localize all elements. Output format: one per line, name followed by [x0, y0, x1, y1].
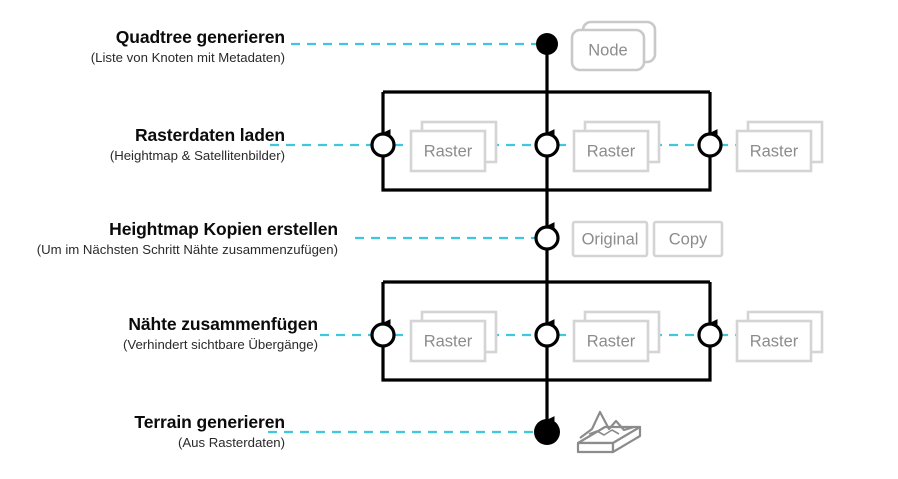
step-subtitle-terrain-generieren: (Aus Rasterdaten)	[177, 434, 285, 450]
artifact-raster-stack-r2-b: Raster	[572, 310, 661, 363]
artifact-raster-stack-r2-a: Raster	[409, 310, 498, 363]
artifact-node-label: Node	[588, 41, 627, 59]
branch-group-rasterdaten-laden	[381, 90, 718, 192]
artifact-original-card: Original	[571, 220, 649, 258]
terrain-peaks	[579, 410, 635, 439]
step-title-heightmap-kopien: Heightmap Kopien erstellen	[109, 219, 338, 239]
artifact-raster-label: Raster	[587, 142, 636, 160]
terrain-slab-side	[611, 425, 642, 454]
branch-bottom-rail-2	[381, 347, 712, 382]
step-subtitle-rasterdaten-laden: (Heightmap & Satellitenbilder)	[109, 147, 285, 163]
step-label-naehte-zusammenfuegen: Nähte zusammenfügen (Verhindert sichtbar…	[123, 314, 318, 352]
artifact-node-stack: Node	[570, 20, 657, 72]
node-marker-quadtree	[536, 33, 558, 55]
node-marker-naehte-right	[697, 322, 723, 348]
artifact-node-front-card	[570, 28, 646, 72]
step-label-heightmap-kopien: Heightmap Kopien erstellen (Um im Nächst…	[36, 219, 338, 257]
branch-bottom-rail-1	[381, 157, 712, 192]
branch-group-naehte-zusammenfuegen	[381, 280, 718, 382]
artifact-raster-front-card	[572, 129, 650, 173]
artifact-copy-box	[652, 220, 724, 258]
step-label-terrain-generieren: Terrain generieren (Aus Rasterdaten)	[134, 412, 285, 450]
step-label-rasterdaten-laden: Rasterdaten laden (Heightmap & Satellite…	[109, 125, 285, 163]
artifact-raster-label: Raster	[750, 332, 799, 350]
artifact-raster-front-card	[572, 319, 650, 363]
step-title-terrain-generieren: Terrain generieren	[134, 412, 285, 432]
step-subtitle-naehte-zusammenfuegen: (Verhindert sichtbare Übergänge)	[123, 336, 318, 352]
artifact-original-box	[571, 220, 649, 258]
node-marker-terrain	[534, 419, 560, 445]
artifact-raster-stack-r2-c: Raster	[735, 310, 824, 363]
artifact-raster-front-card	[735, 129, 813, 173]
step-label-quadtree: Quadtree generieren (Liste von Knoten mi…	[90, 27, 285, 65]
artifact-copy-card: Copy	[652, 220, 724, 258]
node-marker-naehte-center	[534, 322, 560, 348]
node-marker-naehte-left	[370, 322, 396, 348]
artifact-raster-stack-r1-a: Raster	[409, 120, 498, 173]
node-marker-rasterdaten-right	[697, 132, 723, 158]
step-subtitle-quadtree: (Liste von Knoten mit Metadaten)	[90, 49, 285, 65]
node-marker-rasterdaten-left	[370, 132, 396, 158]
terrain-ridge-line	[588, 429, 620, 436]
artifact-raster-front-card	[409, 319, 487, 363]
step-title-naehte-zusammenfuegen: Nähte zusammenfügen	[128, 314, 318, 334]
terrain-mesh-icon	[576, 410, 642, 454]
artifact-copy-label: Copy	[669, 230, 708, 248]
artifact-raster-label: Raster	[424, 332, 473, 350]
step-title-rasterdaten-laden: Rasterdaten laden	[134, 125, 285, 145]
artifact-raster-front-card	[735, 319, 813, 363]
artifact-original-label: Original	[582, 230, 639, 248]
terrain-slab-front	[576, 441, 615, 454]
step-subtitle-heightmap-kopien: (Um im Nächsten Schritt Nähte zusammenzu…	[36, 241, 338, 257]
artifact-raster-front-card	[409, 129, 487, 173]
artifact-raster-stack-r1-b: Raster	[572, 120, 661, 173]
step-title-quadtree: Quadtree generieren	[115, 27, 285, 47]
artifact-raster-label: Raster	[424, 142, 473, 160]
artifact-raster-label: Raster	[587, 332, 636, 350]
artifact-raster-label: Raster	[750, 142, 799, 160]
node-marker-rasterdaten-center	[534, 132, 560, 158]
artifact-raster-stack-r1-c: Raster	[735, 120, 824, 173]
node-marker-heightmap-kopien	[534, 225, 560, 251]
